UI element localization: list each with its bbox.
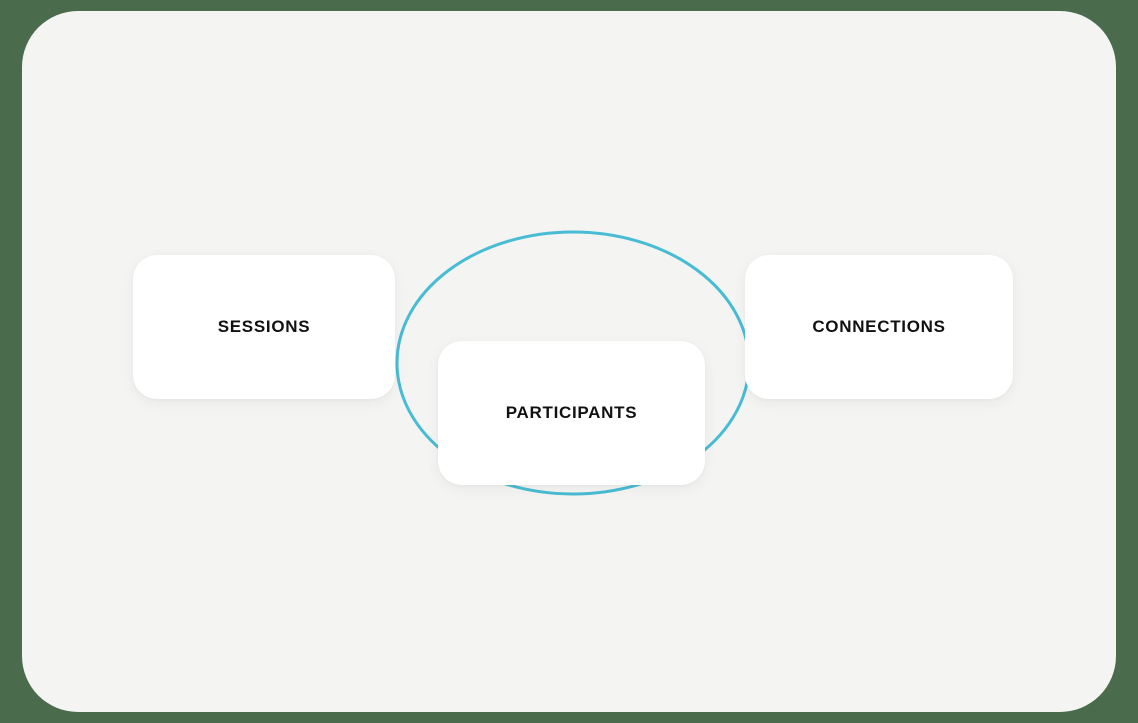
node-sessions[interactable]: SESSIONS: [133, 255, 395, 399]
node-connections[interactable]: CONNECTIONS: [745, 255, 1013, 399]
node-sessions-label: SESSIONS: [217, 317, 311, 336]
node-connections-label: CONNECTIONS: [812, 317, 946, 336]
node-participants-label: PARTICIPANTS: [505, 403, 638, 422]
node-participants[interactable]: PARTICIPANTS: [438, 341, 705, 485]
